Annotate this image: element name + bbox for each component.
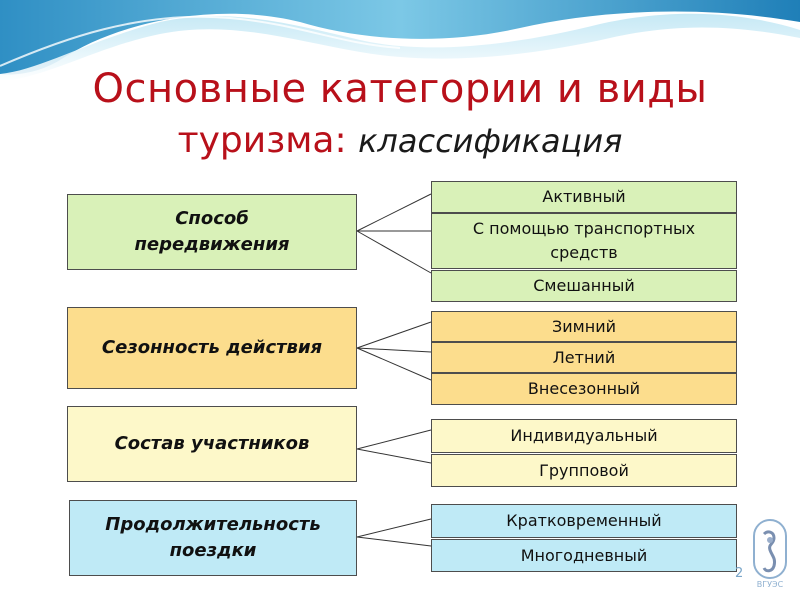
category-box-participants: Состав участников [67, 406, 357, 482]
category-box-duration: Продолжительность поездки [69, 500, 357, 576]
subcategory-box-active: Активный [431, 181, 737, 213]
svg-text:ВГУЭС: ВГУЭС [757, 580, 784, 589]
university-emblem-icon: ВГУЭС [753, 519, 787, 589]
header-wave-decoration [0, 0, 800, 80]
subcategory-box-winter: Зимний [431, 311, 737, 342]
title-subtitle-text: классификация [358, 122, 623, 160]
subcategory-box-group: Групповой [431, 454, 737, 487]
subcategory-box-multiday: Многодневный [431, 539, 737, 572]
slide-title-line-2: туризма: классификация [0, 120, 800, 161]
slide-title-line-1: Основные категории и виды [92, 66, 708, 112]
subcategory-box-summer: Летний [431, 342, 737, 373]
title-main-text: туризма: [177, 120, 359, 161]
category-box-transport: Способ передвижения [67, 194, 357, 270]
subcategory-box-transport-means: С помощью транспортных средств [431, 213, 737, 269]
subcategory-box-short: Кратковременный [431, 504, 737, 538]
page-number: 2 [735, 566, 744, 581]
category-box-seasonality: Сезонность действия [67, 307, 357, 389]
subcategory-box-individual: Индивидуальный [431, 419, 737, 453]
subcategory-box-offseason: Внесезонный [431, 373, 737, 405]
subcategory-box-mixed: Смешанный [431, 270, 737, 302]
